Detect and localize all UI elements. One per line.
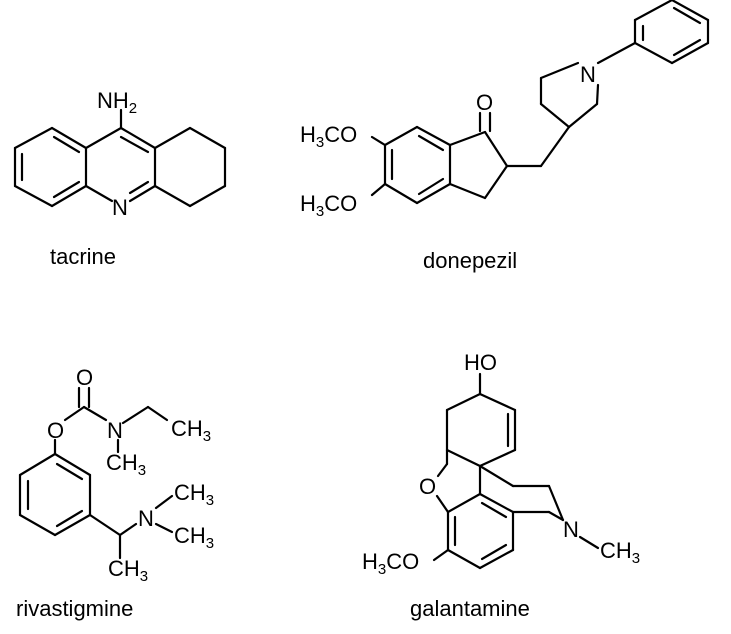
rivastigmine-n-methyl-label: CH3	[106, 450, 146, 479]
rivastigmine-bonds	[18, 386, 174, 560]
rivastigmine-dimethyl-a-label: CH3	[174, 480, 214, 509]
galantamine-caption: galantamine	[410, 596, 530, 621]
galantamine-ether-oxygen-label: O	[419, 474, 436, 499]
rivastigmine-carbamate-nitrogen-label: N	[107, 418, 123, 443]
rivastigmine-caption: rivastigmine	[16, 596, 133, 621]
galantamine-bonds	[432, 372, 600, 570]
galantamine-ring-nitrogen-label: N	[563, 517, 579, 542]
rivastigmine-dimethyl-b-label: CH3	[174, 523, 214, 552]
rivastigmine-carbonyl-oxygen-label: O	[76, 365, 93, 390]
structure-galantamine: HO O N CH3 H3CO galantamine	[362, 350, 640, 621]
rivastigmine-ester-oxygen-label: O	[47, 418, 64, 443]
tacrine-caption: tacrine	[50, 244, 116, 269]
donepezil-methoxy-lower-label: H3CO	[300, 191, 357, 220]
donepezil-caption: donepezil	[423, 248, 517, 273]
rivastigmine-alpha-methyl-label: CH3	[108, 556, 148, 585]
structure-tacrine: NH2 N tacrine	[13, 88, 227, 269]
donepezil-methoxy-upper-label: H3CO	[300, 122, 357, 151]
tacrine-bonds	[13, 108, 227, 208]
donepezil-bonds	[370, 0, 710, 205]
donepezil-ketone-oxygen-label: O	[476, 90, 493, 115]
tacrine-ring-nitrogen-label: N	[112, 195, 128, 220]
tacrine-amine-label: NH2	[97, 88, 137, 117]
structure-rivastigmine: O O N CH3 CH3 N CH3 CH3 CH3 rivastigmine	[16, 365, 214, 621]
rivastigmine-amine-nitrogen-label: N	[138, 506, 154, 531]
structure-donepezil: O N H3CO H3CO donepezil	[300, 0, 710, 273]
rivastigmine-ethyl-methyl-label: CH3	[171, 416, 211, 445]
galantamine-n-methyl-label: CH3	[600, 538, 640, 567]
galantamine-hydroxyl-label: HO	[464, 350, 497, 375]
galantamine-methoxy-label: H3CO	[362, 549, 419, 578]
donepezil-piperidine-nitrogen-label: N	[580, 62, 596, 87]
